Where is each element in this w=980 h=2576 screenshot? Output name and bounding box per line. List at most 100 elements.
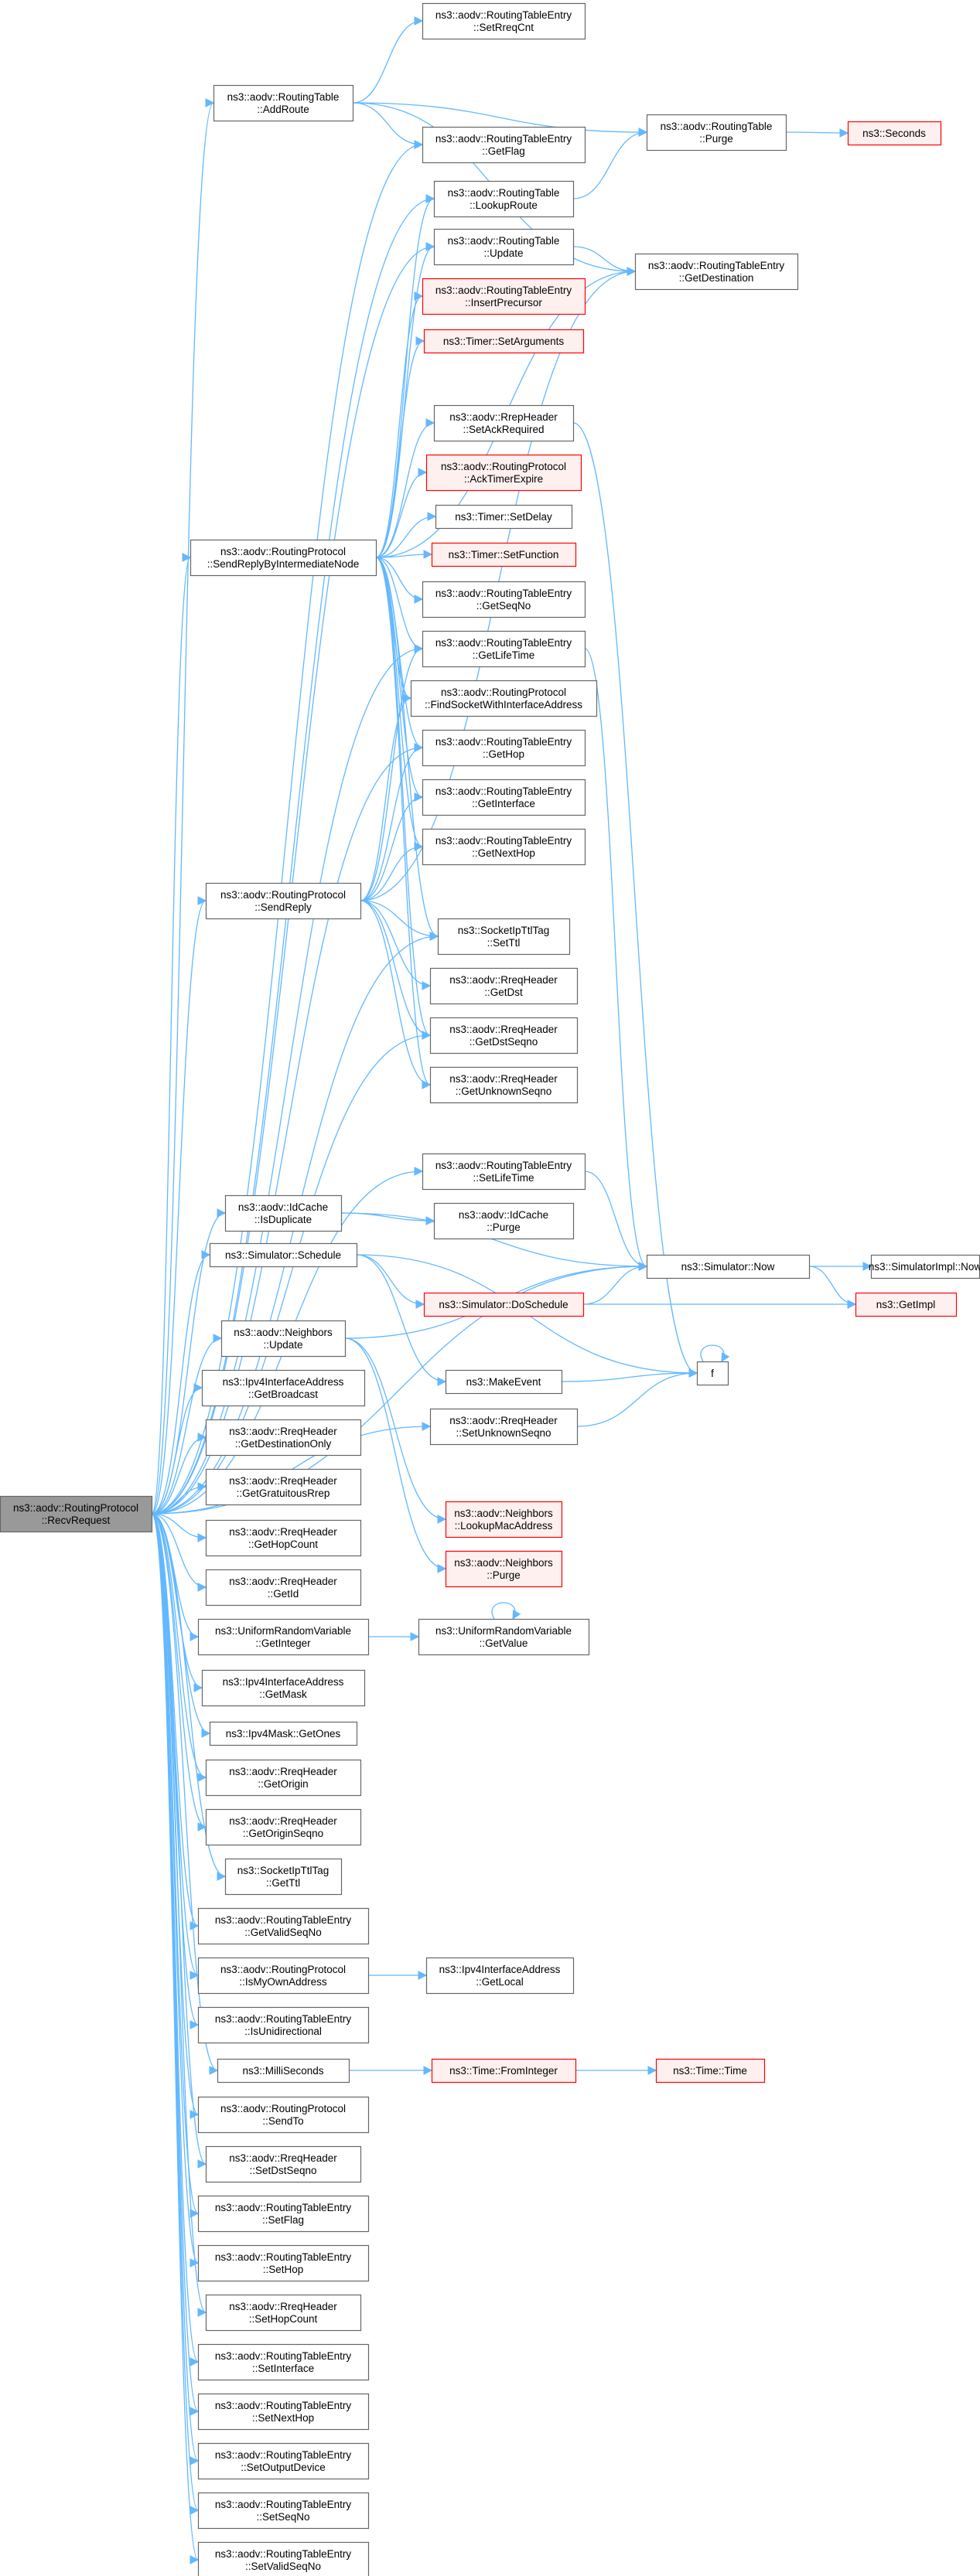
edges-layer xyxy=(151,16,872,2564)
node-sendTo[interactable]: ns3::aodv::RoutingProtocol::SendTo xyxy=(197,2096,370,2134)
node-setUnknownSeqno[interactable]: ns3::aodv::RreqHeader::SetUnknownSeqno xyxy=(429,1408,579,1446)
node-fromInteger[interactable]: ns3::Time::FromInteger xyxy=(431,2058,577,2084)
node-seconds[interactable]: ns3::Seconds xyxy=(847,121,942,146)
node-label-line: ns3::aodv::RoutingTableEntry xyxy=(215,2548,352,2560)
node-doSchedule[interactable]: ns3::Simulator::DoSchedule xyxy=(423,1292,585,1317)
node-setHopCount[interactable]: ns3::aodv::RreqHeader::SetHopCount xyxy=(205,2294,362,2332)
node-getInterface[interactable]: ns3::aodv::RoutingTableEntry::GetInterfa… xyxy=(422,779,586,816)
node-getSeqNo[interactable]: ns3::aodv::RoutingTableEntry::GetSeqNo xyxy=(422,581,586,618)
node-label-line: ns3::aodv::RreqHeader xyxy=(449,1415,558,1426)
node-sendReplyByIntermediateNode[interactable]: ns3::aodv::RoutingProtocol::SendReplyByI… xyxy=(190,539,377,577)
node-getTtl[interactable]: ns3::SocketIpTtlTag::GetTtl xyxy=(224,1858,343,1896)
node-neighborsPurge[interactable]: ns3::aodv::Neighbors::Purge xyxy=(445,1550,563,1588)
node-getHopCount[interactable]: ns3::aodv::RreqHeader::GetHopCount xyxy=(205,1519,362,1557)
node-sendReply[interactable]: ns3::aodv::RoutingProtocol::SendReply xyxy=(205,882,362,920)
node-label-line: ns3::aodv::RoutingTableEntry xyxy=(435,736,572,748)
edge-recvRequest-to-schedule xyxy=(151,1250,211,1515)
node-setArguments[interactable]: ns3::Timer::SetArguments xyxy=(423,329,585,354)
node-getFlag[interactable]: ns3::aodv::RoutingTableEntry::GetFlag xyxy=(422,126,586,164)
node-getDestinationOnly[interactable]: ns3::aodv::RreqHeader::GetDestinationOnl… xyxy=(205,1419,362,1457)
node-setHop[interactable]: ns3::aodv::RoutingTableEntry::SetHop xyxy=(197,2244,370,2282)
node-getDst[interactable]: ns3::aodv::RreqHeader::GetDst xyxy=(429,967,579,1005)
node-label-line: ns3::Ipv4Mask::GetOnes xyxy=(226,1728,341,1739)
node-setFunction[interactable]: ns3::Timer::SetFunction xyxy=(431,542,577,567)
node-neighborsUpdate[interactable]: ns3::aodv::Neighbors::Update xyxy=(220,1320,347,1358)
node-getMask[interactable]: ns3::Ipv4InterfaceAddress::GetMask xyxy=(201,1669,366,1707)
edge-update-to-getDestination xyxy=(572,246,637,276)
node-makeEvent[interactable]: ns3::MakeEvent xyxy=(445,1369,563,1395)
node-isDuplicate[interactable]: ns3::aodv::IdCache::IsDuplicate xyxy=(224,1194,343,1232)
node-label-line: ::Purge xyxy=(487,1569,521,1581)
node-getValidSeqNo[interactable]: ns3::aodv::RoutingTableEntry::GetValidSe… xyxy=(197,1907,370,1945)
node-getUnknownSeqno[interactable]: ns3::aodv::RreqHeader::GetUnknownSeqno xyxy=(429,1066,579,1104)
node-label-line: ::Purge xyxy=(487,1222,521,1233)
node-update[interactable]: ns3::aodv::RoutingTable::Update xyxy=(433,228,575,266)
node-label-line: ns3::aodv::RoutingProtocol xyxy=(220,889,346,901)
node-getLocal[interactable]: ns3::Ipv4InterfaceAddress::GetLocal xyxy=(425,1957,575,1995)
node-box xyxy=(197,2244,370,2282)
node-f[interactable]: f xyxy=(696,1361,729,1386)
node-label-line: ns3::aodv::Neighbors xyxy=(454,1508,553,1519)
node-idCachePurge[interactable]: ns3::aodv::IdCache::Purge xyxy=(433,1202,575,1240)
node-box xyxy=(213,84,354,122)
node-setDstSeqno[interactable]: ns3::aodv::RreqHeader::SetDstSeqno xyxy=(205,2145,362,2183)
node-setNextHop[interactable]: ns3::aodv::RoutingTableEntry::SetNextHop xyxy=(197,2393,370,2431)
node-label-line: ns3::aodv::RreqHeader xyxy=(229,1576,337,1587)
edge-recvRequest-to-setDstSeqno xyxy=(151,1513,207,2169)
edge-recvRequest-to-getDestinationOnly xyxy=(151,1433,207,1515)
node-box xyxy=(431,2058,577,2084)
node-setSeqNo[interactable]: ns3::aodv::RoutingTableEntry::SetSeqNo xyxy=(197,2492,370,2530)
node-setInterface[interactable]: ns3::aodv::RoutingTableEntry::SetInterfa… xyxy=(197,2343,370,2381)
node-getInteger[interactable]: ns3::UniformRandomVariable::GetInteger xyxy=(197,1618,370,1656)
edge-setLifeTime-to-simNow xyxy=(584,1170,648,1271)
node-getLifeTime[interactable]: ns3::aodv::RoutingTableEntry::GetLifeTim… xyxy=(422,630,586,668)
node-getHop[interactable]: ns3::aodv::RoutingTableEntry::GetHop xyxy=(422,729,586,767)
node-addRoute[interactable]: ns3::aodv::RoutingTable::AddRoute xyxy=(213,84,354,122)
node-findSocket[interactable]: ns3::aodv::RoutingProtocol::FindSocketWi… xyxy=(410,680,598,717)
node-milliSeconds[interactable]: ns3::MilliSeconds xyxy=(217,2058,350,2084)
node-isMyOwnAddress[interactable]: ns3::aodv::RoutingProtocol::IsMyOwnAddre… xyxy=(197,1957,370,1995)
node-simImplNow[interactable]: ns3::SimulatorImpl::Now xyxy=(869,1254,980,1279)
node-getGratuitousRrep[interactable]: ns3::aodv::RreqHeader::GetGratuitousRrep xyxy=(205,1468,362,1506)
node-box xyxy=(437,918,571,956)
node-label-line: ::GetMask xyxy=(259,1688,307,1700)
node-label-line: ::GetLifeTime xyxy=(473,649,535,661)
node-getDestination[interactable]: ns3::aodv::RoutingTableEntry::GetDestina… xyxy=(634,253,799,291)
edge-recvRequest-to-sendReply xyxy=(151,896,207,1515)
node-insertPrecursor[interactable]: ns3::aodv::RoutingTableEntry::InsertPrec… xyxy=(422,278,586,315)
node-setDelay[interactable]: ns3::Timer::SetDelay xyxy=(435,504,573,530)
node-lookupRoute[interactable]: ns3::aodv::RoutingTable::LookupRoute xyxy=(433,180,575,218)
node-getValue[interactable]: ns3::UniformRandomVariable::GetValue xyxy=(418,1618,590,1656)
node-setFlag[interactable]: ns3::aodv::RoutingTableEntry::SetFlag xyxy=(197,2195,370,2233)
node-label-line: ns3::Timer::SetDelay xyxy=(455,511,552,523)
node-getDstSeqno[interactable]: ns3::aodv::RreqHeader::GetDstSeqno xyxy=(429,1017,579,1055)
node-setValidSeqNo[interactable]: ns3::aodv::RoutingTableEntry::SetValidSe… xyxy=(197,2541,370,2576)
node-schedule[interactable]: ns3::Simulator::Schedule xyxy=(209,1242,358,1268)
node-getId[interactable]: ns3::aodv::RreqHeader::GetId xyxy=(205,1569,362,1607)
edge-recvRequest-to-getId xyxy=(151,1513,207,1592)
edge-recvRequest-to-setFlag xyxy=(151,1513,200,2218)
node-purge[interactable]: ns3::aodv::RoutingTable::Purge xyxy=(646,114,787,152)
node-setLifeTime[interactable]: ns3::aodv::RoutingTableEntry::SetLifeTim… xyxy=(422,1153,586,1191)
node-isUnidirectional[interactable]: ns3::aodv::RoutingTableEntry::IsUnidirec… xyxy=(197,2006,370,2044)
node-getOnes[interactable]: ns3::Ipv4Mask::GetOnes xyxy=(209,1721,358,1746)
node-recvRequest[interactable]: ns3::aodv::RoutingProtocol::RecvRequest xyxy=(0,1495,153,1533)
node-timeTime[interactable]: ns3::Time::Time xyxy=(655,2058,766,2084)
node-lookupMacAddress[interactable]: ns3::aodv::Neighbors::LookupMacAddress xyxy=(445,1501,563,1538)
node-getBroadcast[interactable]: ns3::Ipv4InterfaceAddress::GetBroadcast xyxy=(201,1369,366,1407)
node-label-line: ::SendTo xyxy=(262,2115,303,2127)
node-getNextHop[interactable]: ns3::aodv::RoutingTableEntry::GetNextHop xyxy=(422,828,586,866)
node-setAckRequired[interactable]: ns3::aodv::RrepHeader::SetAckRequired xyxy=(433,404,575,442)
node-ackTimerExpire[interactable]: ns3::aodv::RoutingProtocol::AckTimerExpi… xyxy=(425,454,582,492)
node-setRreqCnt[interactable]: ns3::aodv::RoutingTableEntry::SetRreqCnt xyxy=(422,2,586,40)
node-getOrigin[interactable]: ns3::aodv::RreqHeader::GetOrigin xyxy=(205,1759,362,1797)
edge-purge-to-seconds xyxy=(785,128,849,138)
node-getImpl[interactable]: ns3::GetImpl xyxy=(855,1292,958,1317)
node-setOutputDevice[interactable]: ns3::aodv::RoutingTableEntry::SetOutputD… xyxy=(197,2442,370,2480)
node-box xyxy=(201,1669,366,1707)
edge-recvRequest-to-setSeqNo xyxy=(151,1513,200,2515)
node-simNow[interactable]: ns3::Simulator::Now xyxy=(646,1254,811,1279)
edge-recvRequest-to-getGratuitousRrep xyxy=(151,1482,207,1515)
node-setTtl[interactable]: ns3::SocketIpTtlTag::SetTtl xyxy=(437,918,571,956)
node-getOriginSeqno[interactable]: ns3::aodv::RreqHeader::GetOriginSeqno xyxy=(205,1808,362,1846)
